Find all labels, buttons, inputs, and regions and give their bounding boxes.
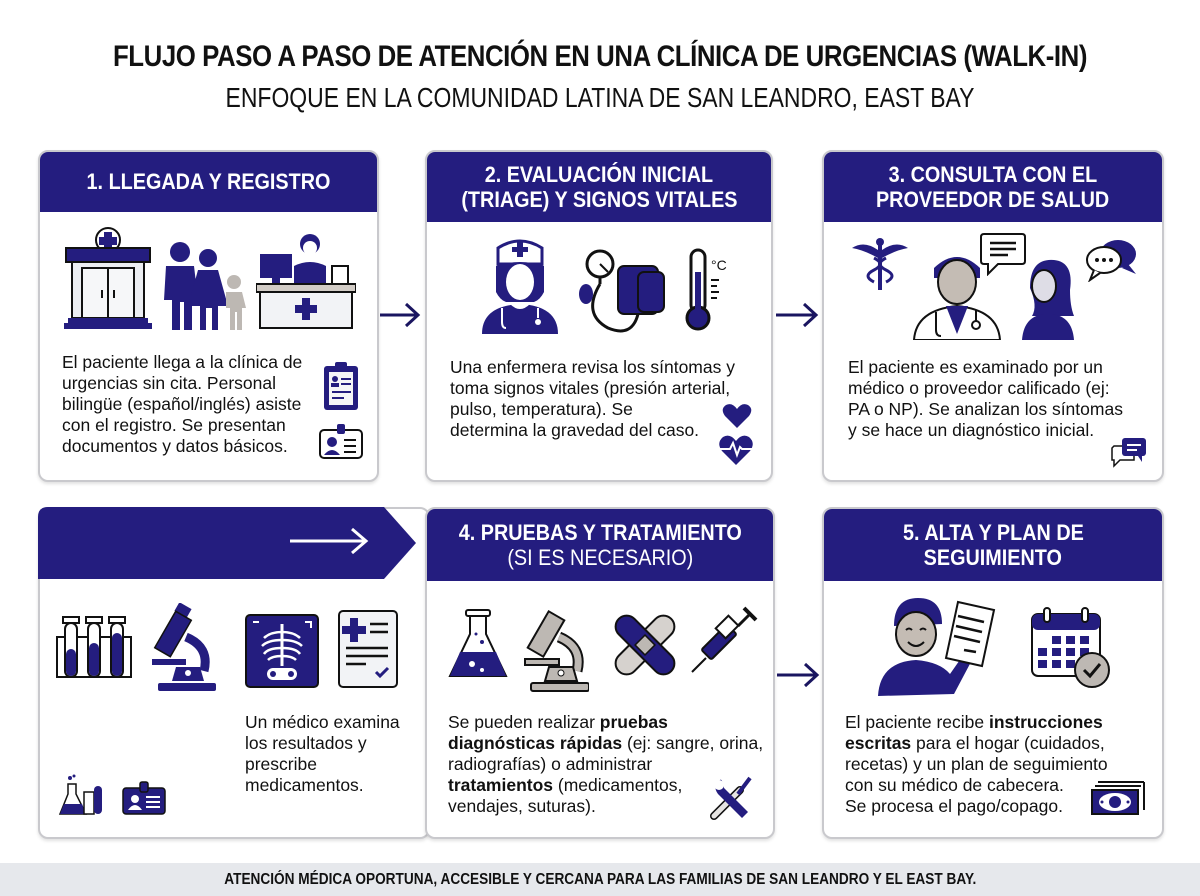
step-4-title: 4. PRUEBAS Y TRATAMIENTO (458, 519, 742, 545)
step-4-description: Se pueden realizar pruebas diagnósticas … (448, 712, 764, 816)
tools-icon (710, 776, 752, 820)
step-1-description: El paciente llega a la clínica de urgenc… (62, 352, 303, 456)
id-badge-icon (319, 424, 363, 459)
step-2-title-line-1: 2. EVALUACIÓN INICIAL (484, 161, 714, 187)
results-banner (38, 507, 416, 579)
step-4-subtitle: (SI ES NECESARIO) (507, 545, 693, 570)
step-5-header: 5. ALTA Y PLAN DE SEGUIMIENTO (824, 509, 1162, 581)
footer-text: ATENCIÓN MÉDICA OPORTUNA, ACCESIBLE Y CE… (223, 870, 977, 888)
results-description: Un médico examina los resultados y presc… (245, 712, 400, 795)
page-subtitle: ENFOQUE EN LA COMUNIDAD LATINA DE SAN LE… (225, 82, 975, 113)
step-1-title: 1. LLEGADA Y REGISTRO (86, 169, 331, 195)
speech-bubble-icon (980, 233, 1026, 276)
nurse-icon (482, 239, 558, 334)
bandage-icon (614, 614, 676, 676)
heartbeat-icon (719, 435, 753, 465)
microscope-icon (152, 603, 216, 691)
chat-icon (1111, 438, 1146, 468)
flow-arrow-2-3 (776, 302, 819, 328)
money-icon (1091, 781, 1145, 815)
blood-pressure-icon (579, 249, 665, 333)
step-3-card: 3. CONSULTA CON EL PROVEEDOR DE SALUD (822, 150, 1164, 482)
step-2-header: 2. EVALUACIÓN INICIAL (TRIAGE) Y SIGNOS … (427, 152, 771, 222)
calendar-check-icon (1031, 607, 1110, 688)
microscope-gray-icon (524, 609, 589, 692)
reception-desk-icon (256, 234, 356, 329)
x-ray-icon (245, 614, 319, 688)
step-5-title-line-1: 5. ALTA Y PLAN DE (902, 519, 1084, 545)
step-5-title-line-2: SEGUIMIENTO (923, 545, 1063, 570)
thermometer-icon: °C (685, 248, 727, 331)
step-5-description: El paciente recibe instrucciones escrita… (845, 712, 1108, 816)
step-2-title-line-2: (TRIAGE) Y SIGNOS VITALES (460, 187, 738, 212)
clipboard-icon (324, 362, 358, 410)
family-icon (164, 242, 246, 330)
flow-arrow-1-2 (380, 302, 421, 328)
step-3-title-line-1: 3. CONSULTA CON EL (888, 161, 1098, 187)
clinic-building-icon (64, 227, 152, 329)
step-3-header: 3. CONSULTA CON EL PROVEEDOR DE SALUD (824, 152, 1162, 222)
patient-icon (1022, 259, 1074, 340)
footer-banner: ATENCIÓN MÉDICA OPORTUNA, ACCESIBLE Y CE… (0, 863, 1200, 896)
patient-document-icon (878, 598, 996, 696)
doctor-icon (912, 257, 1002, 340)
temperature-unit: °C (711, 257, 727, 273)
flow-arrow-4-5 (777, 662, 820, 688)
id-card-icon (122, 781, 166, 815)
step-3-description: El paciente es examinado por un médico o… (848, 357, 1123, 440)
page-title: FLUJO PASO A PASO DE ATENCIÓN EN UNA CLÍ… (112, 40, 1088, 73)
chat-bubbles-icon (1086, 240, 1136, 282)
medical-report-icon (338, 610, 398, 688)
heart-icon (722, 404, 752, 428)
step-2-description: Una enfermera revisa los síntomas y toma… (450, 357, 735, 440)
caduceus-icon (852, 238, 908, 290)
step-2-card: 2. EVALUACIÓN INICIAL (TRIAGE) Y SIGNOS … (425, 150, 773, 482)
step-4-header: 4. PRUEBAS Y TRATAMIENTO (SI ES NECESARI… (427, 509, 773, 581)
test-tubes-icon (56, 616, 132, 678)
step-1-header: 1. LLEGADA Y REGISTRO (40, 152, 377, 212)
syringe-icon (691, 606, 758, 673)
lab-flask-icon (58, 774, 102, 815)
flask-icon (448, 609, 508, 677)
step-3-title-line-2: PROVEEDOR DE SALUD (876, 187, 1110, 212)
